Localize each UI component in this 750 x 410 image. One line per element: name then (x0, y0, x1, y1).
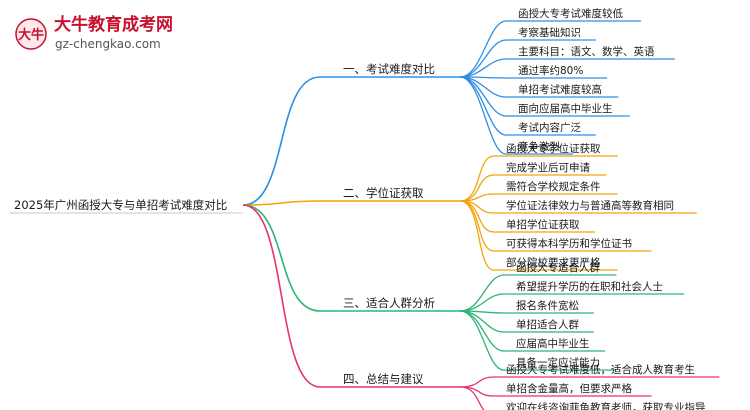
watermark: 大牛 大牛教育成考网 gz-chengkao.com (15, 14, 173, 51)
child-connector (459, 386, 485, 410)
child-label: 单招学位证获取 (506, 218, 580, 231)
child-connector (459, 20, 641, 78)
child-label: 希望提升学历的在职和社会人士 (516, 280, 663, 293)
branch-label: 四、总结与建议 (343, 372, 424, 386)
child-label: 面向应届高中毕业生 (518, 102, 613, 115)
watermark-brand: 大牛教育成考网 (54, 14, 173, 35)
branch-connector (242, 200, 460, 206)
child-label: 通过率约80% (518, 64, 583, 77)
branch-label: 二、学位证获取 (343, 186, 424, 200)
child-label: 报名条件宽松 (516, 299, 579, 312)
child-label: 函授大专考试难度较低 (518, 7, 623, 20)
child-connector (459, 76, 574, 155)
child-connector (459, 58, 675, 78)
child-label: 函授大专适合人群 (516, 261, 600, 274)
child-label: 欢迎在线咨询菲鱼教育老师，获取专业指导 (506, 401, 706, 410)
branch-connector (242, 76, 460, 206)
child-label: 可获得本科学历和学位证书 (506, 237, 632, 250)
child-label: 单招考试难度较高 (518, 83, 602, 96)
child-label: 单招含金量高，但要求严格 (506, 382, 632, 395)
child-label: 考试内容广泛 (518, 121, 581, 134)
child-label: 竞争激烈 (518, 140, 560, 153)
child-label: 具备一定应试能力 (516, 356, 600, 369)
logo-text: 大牛 (18, 27, 44, 43)
branch-connector (242, 204, 460, 388)
watermark-url: gz-chengkao.com (55, 37, 161, 51)
node-layer: 2025年广州函授大专与单招考试难度对比 一、考试难度对比 函授大专考试难度较低考… (14, 7, 706, 410)
logo-icon: 大牛 (15, 18, 47, 50)
child-connector (459, 310, 617, 371)
child-label: 函授大专考试难度低，适合成人教育考生 (506, 363, 695, 376)
child-label: 部分院校要求更严格 (506, 256, 601, 269)
child-label: 函授大专学位证获取 (506, 142, 601, 155)
branch-label: 三、适合人群分析 (343, 296, 435, 310)
branch-label: 一、考试难度对比 (343, 62, 435, 76)
child-label: 学位证法律效力与普通高等教育相同 (506, 199, 674, 212)
child-label: 应届高中毕业生 (516, 337, 590, 350)
child-label: 需符合学校规定条件 (506, 180, 601, 193)
child-label: 单招适合人群 (516, 318, 579, 331)
child-connector (459, 155, 618, 202)
branch-connector (242, 204, 460, 312)
child-label: 主要科目：语文、数学、英语 (518, 45, 655, 58)
child-label: 考察基础知识 (518, 26, 581, 39)
connector-lines (10, 20, 720, 410)
child-connector (459, 200, 618, 271)
child-label: 完成学业后可申请 (506, 161, 590, 174)
child-connector (459, 76, 608, 79)
child-connector (459, 293, 685, 312)
root-topic: 2025年广州函授大专与单招考试难度对比 (14, 198, 227, 212)
